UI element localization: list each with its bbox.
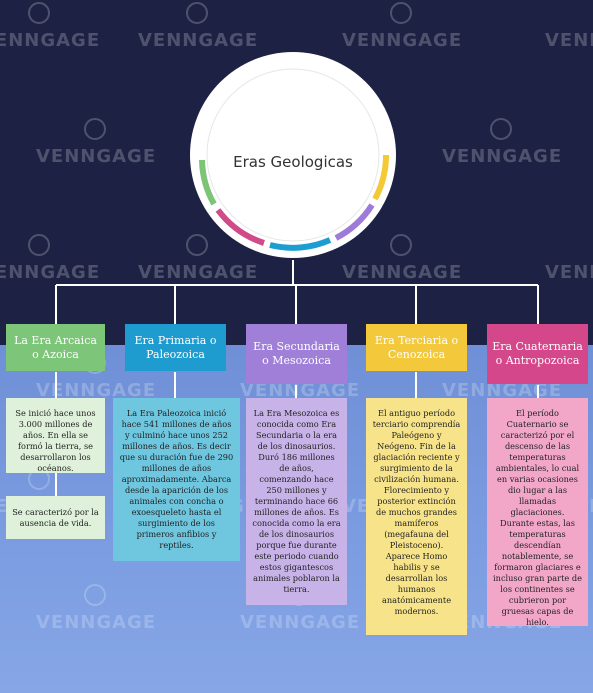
inner-circle <box>206 68 380 242</box>
ring-arc-pink <box>215 208 265 246</box>
era-description-arcaica-2: Se caracterizó por la ausencia de vida. <box>6 496 105 539</box>
watermark-text: VENNGAGE <box>442 146 563 167</box>
watermark-logo-icon <box>490 118 512 140</box>
watermark-text: VENNGAGE <box>36 612 157 633</box>
era-title-text: Era Primaria o Paleozoica <box>134 333 217 361</box>
ring-arc-green <box>199 159 217 206</box>
watermark-text: VENNGAGE <box>545 262 593 283</box>
watermark-logo-icon <box>390 2 412 24</box>
watermark-logo-icon <box>84 584 106 606</box>
era-title-paleozoica: Era Primaria o Paleozoica <box>125 324 226 371</box>
era-title-text: Era Terciaria o Cenozoica <box>374 333 459 361</box>
diagram-title: Eras Geologicas <box>233 153 353 171</box>
watermark-logo-icon <box>390 234 412 256</box>
watermark-logo-icon <box>186 2 208 24</box>
watermark-logo-icon <box>28 2 50 24</box>
era-title-mesozoica: Era Secundaria o Mesozoica <box>246 324 347 384</box>
watermark-text: VENNGAGE <box>545 30 593 51</box>
era-description-text: Se inició hace unos 3.000 millones de añ… <box>15 408 96 473</box>
era-description-antropozoica: El período Cuaternario se caracterizó po… <box>487 398 588 627</box>
era-description-mesozoica: La Era Mesozoica es conocida como Era Se… <box>246 398 347 605</box>
ring-arc-purple <box>334 203 375 241</box>
colored-ring <box>199 154 390 251</box>
era-description-arcaica-1: Se inició hace unos 3.000 millones de añ… <box>6 398 105 473</box>
era-title-cenozoica: Era Terciaria o Cenozoica <box>366 324 467 371</box>
watermark-text: VENNGAGE <box>342 262 463 283</box>
era-description-cenozoica: El antiguo período terciario comprendía … <box>366 398 467 635</box>
ring-arc-blue <box>269 237 332 251</box>
era-description-text: La Era Mesozoica es conocida como Era Se… <box>252 408 341 594</box>
watermark-text: VENNGAGE <box>36 380 157 401</box>
watermark-text: VENNGAGE <box>442 380 563 401</box>
era-title-text: La Era Arcaica o Azoica <box>14 333 97 361</box>
era-title-text: Era Secundaria o Mesozoica <box>253 340 340 367</box>
era-description-text: La Era Paleozoica inició hace 541 millon… <box>119 408 234 550</box>
era-title-antropozoica: Era Cuaternaria o Antropozoica <box>487 324 588 384</box>
watermark-text: VENNGAGE <box>240 380 361 401</box>
era-title-arcaica: La Era Arcaica o Azoica <box>6 324 105 371</box>
watermark-text: VENNGAGE <box>138 262 259 283</box>
watermark-logo-icon <box>186 234 208 256</box>
watermark-text: VENNGAGE <box>240 612 361 633</box>
ring-arc-yellow <box>372 154 390 201</box>
era-description-paleozoica: La Era Paleozoica inició hace 541 millon… <box>113 398 240 561</box>
watermark-logo-icon <box>28 234 50 256</box>
watermark-text: VENNGAGE <box>36 146 157 167</box>
watermark-logo-icon <box>84 118 106 140</box>
era-description-text: El antiguo período terciario comprendía … <box>372 408 461 616</box>
era-description-text: El período Cuaternario se caracterizó po… <box>493 408 582 627</box>
watermark-text: VENNGAGE <box>0 262 101 283</box>
era-title-text: Era Cuaternaria o Antropozoica <box>492 340 583 367</box>
watermark-text: VENNGAGE <box>0 30 101 51</box>
watermark-text: VENNGAGE <box>342 30 463 51</box>
connector-lines <box>55 260 539 497</box>
era-description-text: Se caracterizó por la ausencia de vida. <box>12 507 99 528</box>
watermark-text: VENNGAGE <box>138 30 259 51</box>
